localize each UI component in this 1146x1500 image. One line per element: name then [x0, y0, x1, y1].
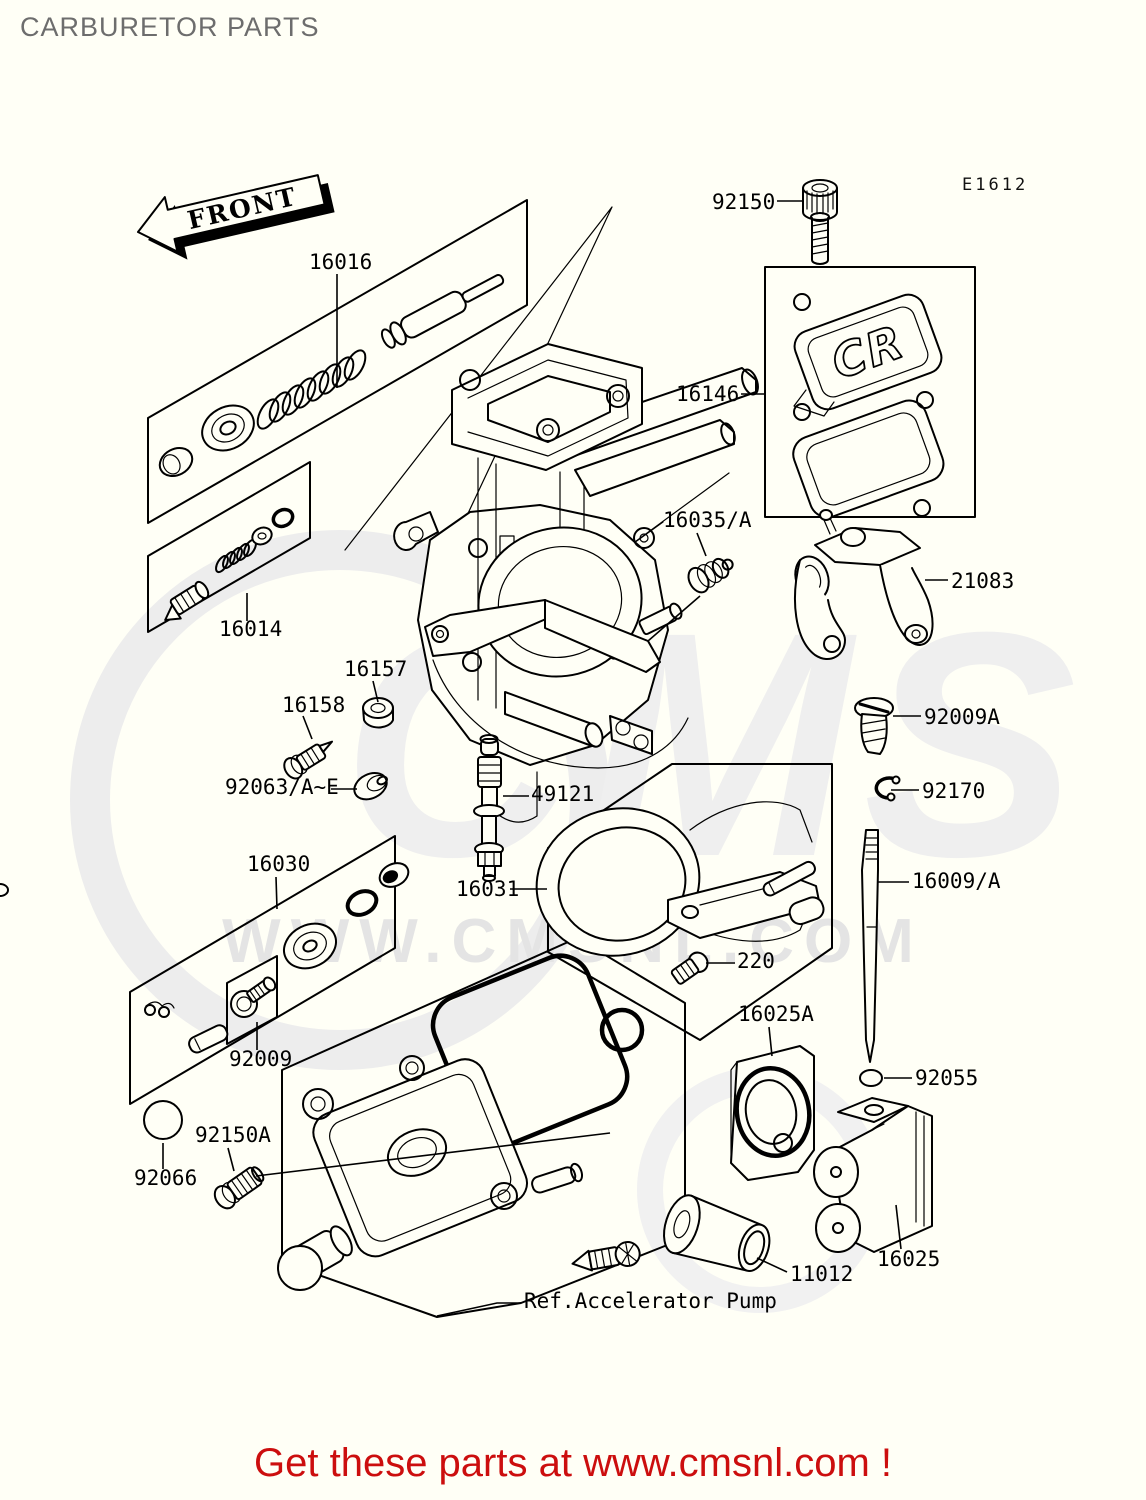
leader-line-92150A: [227, 1147, 235, 1172]
screw-16035: [687, 557, 734, 594]
part-number-92150A: 92150A: [195, 1123, 271, 1147]
leader-line-16030: [275, 876, 278, 910]
box-16146: [764, 266, 976, 518]
diaphragm-16025a: [730, 1045, 815, 1181]
box-16030: [129, 835, 396, 1105]
leader-line-16025A: [768, 1026, 773, 1057]
part-number-11012: 11012: [790, 1262, 853, 1286]
page-title: CARBURETOR PARTS: [20, 12, 320, 42]
part-number-16157: 16157: [344, 657, 407, 681]
pilot-screw-group-16014: [164, 507, 295, 622]
part-number-92066: 92066: [134, 1166, 197, 1190]
intake-joint-16031: [0, 801, 825, 985]
pump-body-16025: [813, 1097, 933, 1253]
part-number-16025: 16025: [877, 1247, 940, 1271]
circlip-92170: [874, 775, 901, 802]
screw-92009a: [854, 697, 894, 755]
part-number-Ref.Accelerator Pump: Ref.Accelerator Pump: [524, 1289, 777, 1313]
cover-16146-group: CR: [792, 293, 945, 519]
jet-needle-16009: [861, 829, 879, 1063]
part-number-16009/A: 16009/A: [912, 869, 1001, 893]
footer-promo-text: Get these parts at www.cmsnl.com !: [254, 1441, 892, 1485]
diagram-code: E1612: [962, 175, 1028, 195]
nut-16157: [362, 697, 394, 729]
plug-92063: [353, 772, 388, 801]
leader-line-Ref.Accelerator Pump: [436, 1302, 521, 1317]
leader-line-16035/A: [696, 532, 707, 557]
front-direction-arrow: FRONT: [137, 174, 335, 260]
screw-16158: [283, 740, 334, 780]
leader-line-92150A: [255, 1132, 611, 1177]
part-number-16158: 16158: [282, 693, 345, 717]
part-number-16016: 16016: [309, 250, 372, 274]
float-valve-group-16030: [144, 862, 410, 1054]
part-number-92055: 92055: [915, 1066, 978, 1090]
part-number-labels: 92150 16146 16035/A 21083 92009A 92170 16009/A…: [134, 190, 1014, 1313]
leader-line-16157: [372, 680, 379, 703]
leader-line-11012: [756, 1257, 788, 1273]
float-bowl-group: [277, 953, 645, 1291]
bolt-92150a: [213, 1166, 265, 1210]
cap-11012: [663, 1194, 771, 1272]
part-number-92009: 92009: [229, 1047, 292, 1071]
part-number-92063/A~E: 92063/A~E: [225, 775, 339, 799]
jet-screws-group: [283, 697, 394, 801]
dowel-pin: [762, 860, 816, 897]
leader-line-16158: [302, 715, 313, 740]
part-number-16030: 16030: [247, 852, 310, 876]
part-number-49121: 49121: [531, 782, 594, 806]
screw-92009: [230, 976, 277, 1018]
carburetor-body: [393, 343, 759, 823]
part-number-92009A: 92009A: [924, 705, 1000, 729]
part-number-16014: 16014: [219, 617, 282, 641]
part-number-16031: 16031: [456, 877, 519, 901]
bolt-92150: [802, 179, 838, 265]
plug-92066: [143, 1100, 183, 1140]
part-number-16035/A: 16035/A: [663, 508, 752, 532]
part-number-16146: 16146: [676, 382, 739, 406]
part-number-92170: 92170: [922, 779, 985, 803]
part-number-92150: 92150: [712, 190, 775, 214]
leader-line-16035/A: [647, 595, 701, 642]
part-number-220: 220: [737, 949, 775, 973]
plunger-group-16016: [158, 274, 505, 477]
box-16014: [147, 461, 311, 633]
oring-92055: [859, 1069, 883, 1087]
holder-21083: [794, 509, 934, 660]
spring-16016: [256, 349, 367, 430]
part-number-16025A: 16025A: [738, 1002, 814, 1026]
leader-line-16025: [895, 1204, 902, 1250]
screw-220: [670, 951, 709, 985]
box-92009: [226, 955, 278, 1045]
part-number-21083: 21083: [951, 569, 1014, 593]
pump-screw: [571, 1241, 641, 1272]
leader-lines: [162, 200, 948, 1317]
pump-rod-49121: [473, 734, 505, 882]
box-16016: [147, 199, 528, 524]
